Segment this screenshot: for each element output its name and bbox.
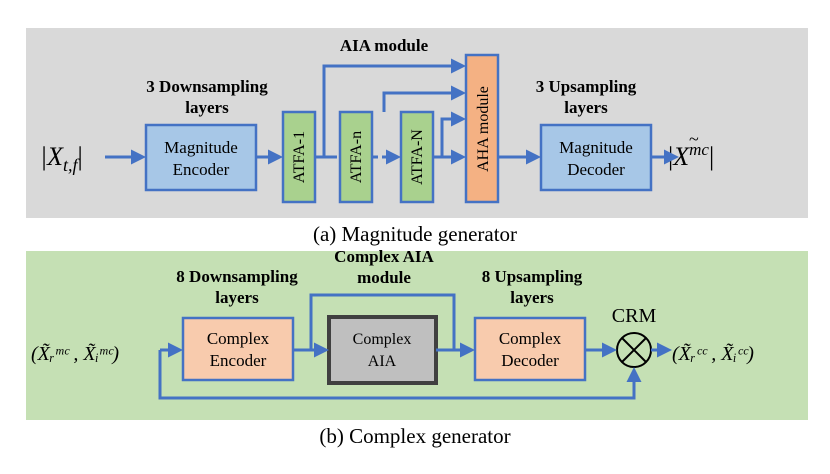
atfa-1-label: ATFA-1 [291,131,308,183]
complex-aia-block [327,315,438,385]
panel-b-caption: (b) Complex generator [319,424,510,448]
atfa-n-block [338,110,374,204]
magnitude-decoder-label-2: Decoder [567,160,625,179]
aia-module-label: AIA module [340,36,429,55]
magnitude-encoder-block [144,123,258,192]
panel-a-caption: (a) Magnitude generator [313,222,517,246]
crm-label: CRM [612,305,657,327]
panel-b-output: (X̃ᵣᶜᶜ , X̃ᵢᶜᶜ) [672,342,754,365]
aha-module-block [464,53,500,204]
svg-text:~: ~ [689,129,699,149]
complex-aia-module-label-2: module [357,268,411,287]
complex-decoder-label: Complex [499,329,562,348]
complex-decoder-block [473,316,587,382]
panel-b-arrows [158,293,672,400]
complex-encoder-label: Complex [207,329,270,348]
panel-b-input: (X̃ᵣᵐᶜ , X̃ᵢᵐᶜ) [31,342,119,365]
complex-aia-label: Complex [353,331,412,348]
panel-a-downsampling-label-2: layers [185,98,229,117]
magnitude-encoder-label-2: Encoder [173,160,230,179]
complex-aia-label-2: AIA [368,353,397,370]
panel-a-downsampling-label: 3 Downsampling [146,77,268,96]
panel-b-downsampling-label-2: layers [215,288,259,307]
magnitude-decoder-label: Magnitude [559,138,633,157]
panel-b-downsampling-label: 8 Downsampling [176,267,298,286]
aha-module-label: AHA module [475,86,492,172]
panel-a-upsampling-label: 3 Upsampling [536,77,637,96]
panel-a-upsampling-label-2: layers [564,98,608,117]
panel-b-upsampling-label-2: layers [510,288,554,307]
atfa-big-n-label: ATFA-N [409,129,426,185]
complex-encoder-block [181,316,295,382]
atfa-1-block [281,110,317,204]
panel-a-input: |Xt,f| [40,142,83,175]
atfa-n-label: ATFA-n [348,131,365,183]
svg-text:|Xt,f|: |Xt,f| [40,142,83,175]
complex-encoder-label-2: Encoder [210,351,267,370]
magnitude-decoder-block [539,123,653,192]
complex-aia-module-label: Complex AIA [334,247,434,266]
complex-decoder-label-2: Decoder [501,351,559,370]
panel-a-arrows [105,58,679,165]
magnitude-encoder-label: Magnitude [164,138,238,157]
panel-b-upsampling-label: 8 Upsampling [482,267,583,286]
